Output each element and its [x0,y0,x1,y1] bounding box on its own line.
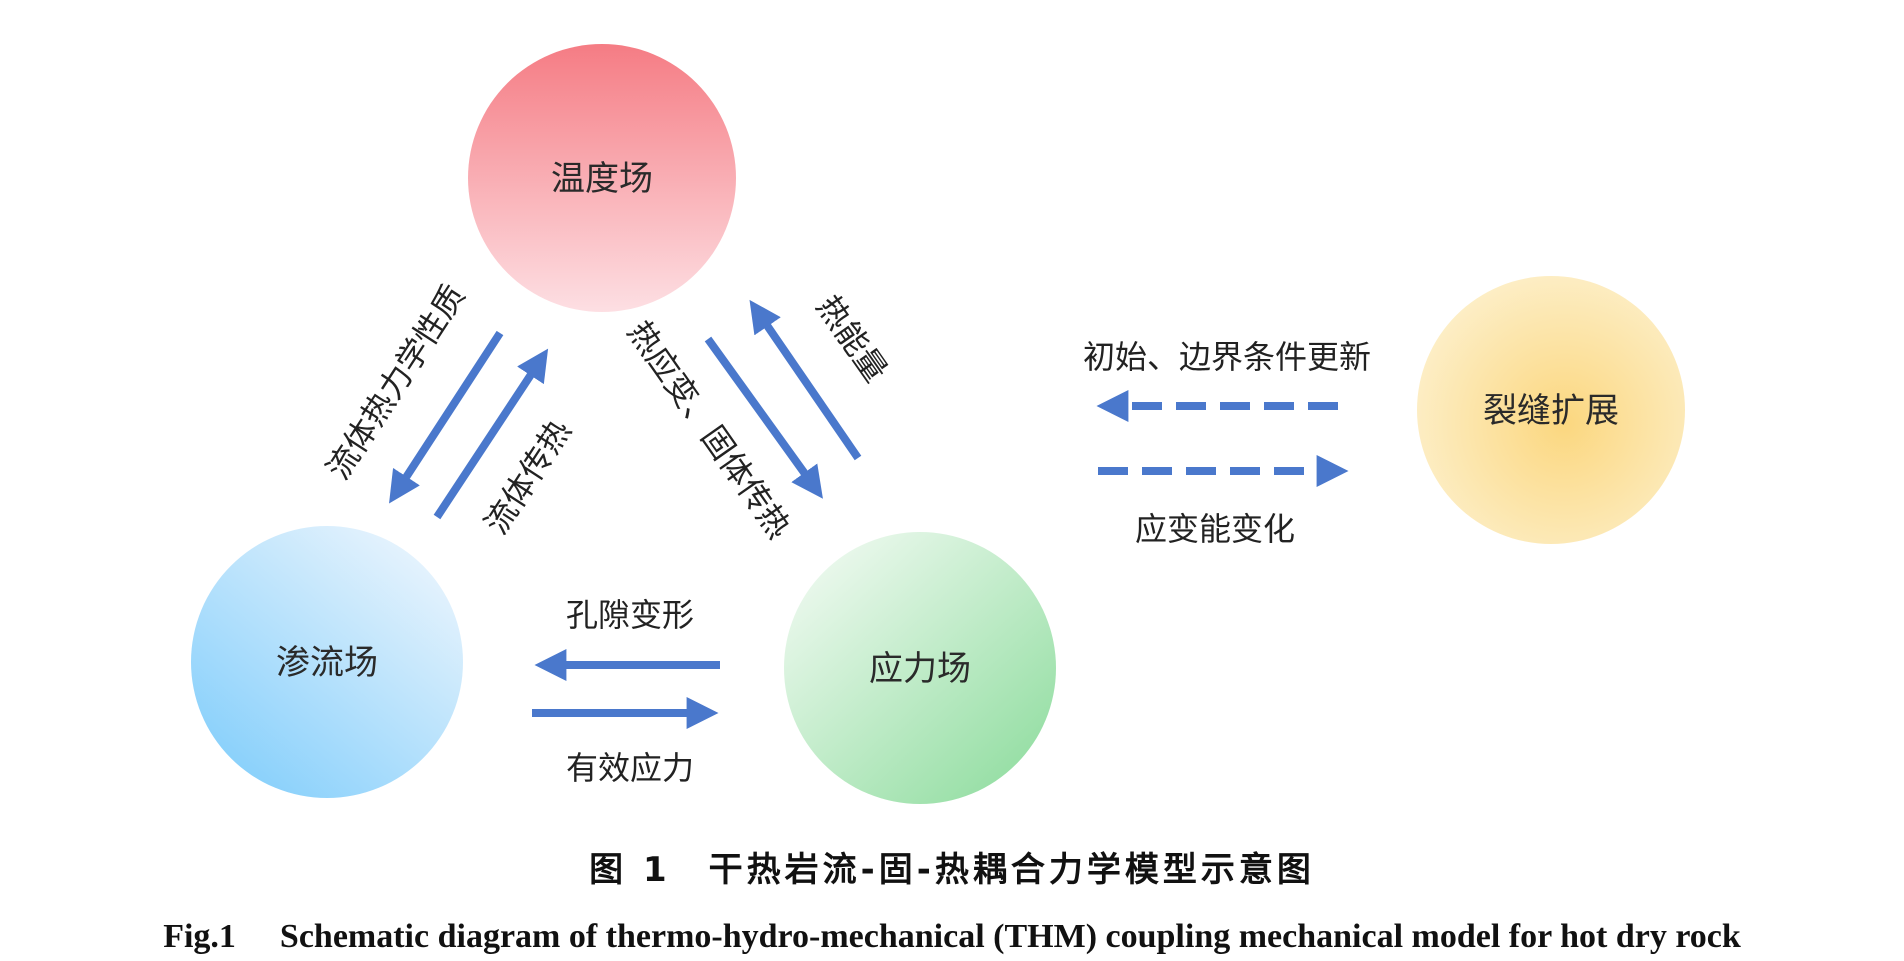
figure-caption-chinese: 图 1 干热岩流-固-热耦合力学模型示意图 [589,850,1315,890]
arrow-temperature-to-stress [704,336,823,499]
thm-coupling-diagram: 温度场 渗流场 应力场 裂缝扩展 流体热力学性质 流体传热 热应变、固体传热 热… [191,44,1685,804]
arrow-temperature-to-seepage [389,330,504,504]
label-seepage-to-stress: 有效应力 [566,749,694,787]
fracture-propagation-label: 裂缝扩展 [1483,391,1619,431]
seepage-field-node: 渗流场 [191,526,463,798]
figure-caption-english: Fig.1 Schematic diagram of thermo-hydro-m… [0,918,1904,956]
stress-field-label: 应力场 [869,649,971,689]
fracture-propagation-node: 裂缝扩展 [1417,276,1685,544]
temperature-field-label: 温度场 [551,159,653,199]
arrow-seepage-to-temperature [433,348,549,520]
figure-number: Fig.1 [163,918,236,955]
temperature-field-node: 温度场 [468,44,736,312]
label-temperature-to-seepage: 流体热力学性质 [319,278,473,487]
figure-caption-english-text: Schematic diagram of thermo-hydro-mechan… [279,918,1741,955]
arrow-stress-to-temperature [749,299,862,461]
label-stress-to-seepage: 孔隙变形 [566,596,694,634]
label-system-to-fracture: 应变能变化 [1135,510,1295,548]
label-stress-to-temperature: 热能量 [809,288,895,388]
label-fracture-to-system: 初始、边界条件更新 [1083,338,1371,376]
seepage-field-label: 渗流场 [276,643,378,683]
stress-field-node: 应力场 [784,532,1056,804]
